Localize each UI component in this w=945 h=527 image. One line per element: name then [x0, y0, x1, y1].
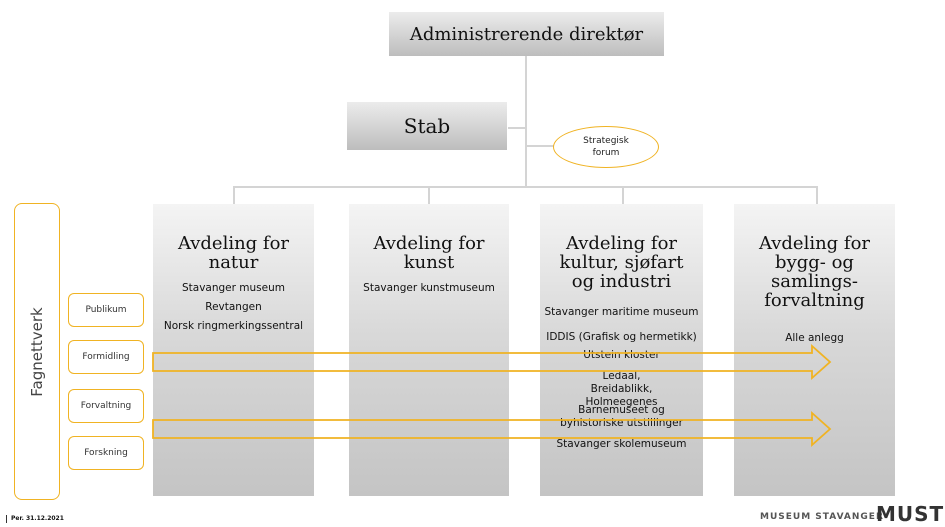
- unit-label: Norsk ringmerkingssentral: [163, 320, 304, 332]
- arrow-forskning: [152, 410, 832, 448]
- footer-logo: MUST: [876, 502, 945, 526]
- footer-org: MUSEUM STAVANGER: [760, 512, 884, 522]
- network-bracket: Fagnettverk: [14, 203, 60, 500]
- department-title: Avdeling for kultur, sjøfart og industri: [559, 233, 684, 292]
- footer-date-text: Per. 31.12.2021: [11, 515, 64, 522]
- department-art: Avdeling for kunst Stavanger kunstmuseum: [349, 204, 509, 496]
- unit-label: Utstein kloster: [583, 349, 660, 361]
- unit-label: IDDIS (Grafisk og hermetikk): [546, 331, 697, 343]
- strategic-forum-ellipse: Strategisk forum: [553, 126, 659, 168]
- connector-forum: [526, 145, 554, 147]
- department-nature: Avdeling for natur Stavanger museum Revt…: [153, 204, 314, 496]
- stab-title: Stab: [403, 114, 451, 138]
- unit-label: Ledaal, Breidablikk, Holmeegenes: [585, 370, 658, 408]
- network-label: Fagnettverk: [28, 306, 46, 397]
- stab-box: Stab: [347, 102, 507, 150]
- connector-director-down: [525, 56, 527, 187]
- network-item: Forskning: [68, 436, 144, 470]
- department-title: Avdeling for bygg- og samlings-forvaltni…: [758, 233, 871, 311]
- department-building: Avdeling for bygg- og samlings-forvaltni…: [734, 204, 895, 496]
- unit-label: Stavanger maritime museum: [544, 306, 699, 318]
- department-title: Avdeling for natur: [177, 233, 290, 273]
- unit-label: Alle anlegg: [785, 332, 844, 344]
- network-item: Formidling: [68, 340, 144, 374]
- network-item: Forvaltning: [68, 389, 144, 423]
- connector-stab: [508, 127, 526, 129]
- director-title: Administrerende direktør: [409, 23, 644, 45]
- connector-col4: [816, 186, 818, 204]
- director-box: Administrerende direktør: [389, 12, 664, 56]
- department-title: Avdeling for kunst: [373, 233, 485, 273]
- footer-date: Per. 31.12.2021: [6, 515, 64, 523]
- unit-label: Stavanger skolemuseum: [556, 438, 687, 450]
- connector-col1: [233, 186, 235, 204]
- unit-label: Stavanger kunstmuseum: [363, 282, 495, 294]
- strategic-forum-label: Strategisk forum: [583, 136, 629, 158]
- arrow-formidling: [152, 343, 832, 381]
- network-item: Publikum: [68, 293, 144, 327]
- connector-horizontal: [233, 186, 818, 188]
- connector-col2: [428, 186, 430, 204]
- unit-label: Revtangen: [205, 301, 262, 313]
- unit-label: Stavanger museum: [182, 282, 285, 294]
- connector-col3: [622, 186, 624, 204]
- department-culture: Avdeling for kultur, sjøfart og industri…: [540, 204, 703, 496]
